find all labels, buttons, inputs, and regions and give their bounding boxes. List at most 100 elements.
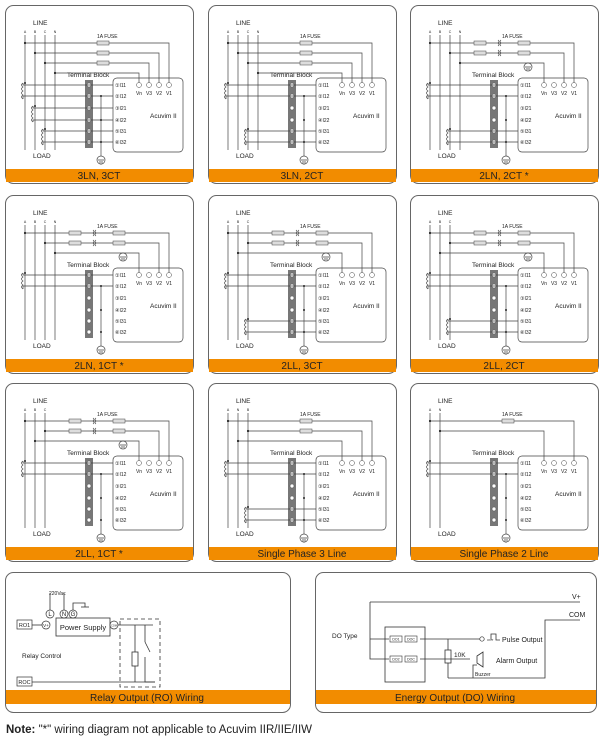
- phase-label: A: [227, 30, 230, 34]
- screw-icon: [86, 495, 92, 501]
- fuse: [501, 418, 515, 424]
- current-transformer-coil: [244, 506, 247, 524]
- ground-symbol: [525, 256, 531, 260]
- phase-label: C: [449, 220, 452, 224]
- title-bar: [411, 359, 598, 372]
- current-transformer-coil: [41, 128, 44, 146]
- ro1-label: RO1: [19, 623, 30, 629]
- junction: [246, 61, 250, 65]
- line-label: LINE: [33, 210, 48, 217]
- potential-transformer: [497, 39, 502, 47]
- fuse: [473, 40, 487, 46]
- neutral-wire: [440, 252, 545, 273]
- polarity-dot: [429, 460, 431, 462]
- voltage-terminal-label: V2: [561, 469, 567, 475]
- current-terminal: ⑤I31: [520, 319, 532, 325]
- junction: [448, 241, 452, 245]
- voltage-terminal-label: V3: [551, 91, 557, 97]
- junction: [438, 251, 442, 255]
- current-terminal: ②I12: [115, 94, 127, 100]
- potential-transformer: [92, 229, 97, 237]
- ground-symbol: [503, 349, 509, 355]
- current-terminal: ①I11: [520, 461, 531, 467]
- title-bar: [316, 690, 596, 704]
- screw-icon: [491, 295, 497, 301]
- polarity-dot: [227, 82, 229, 84]
- screw-icon: [289, 117, 295, 123]
- current-transformer-coil: [21, 272, 24, 290]
- ct-wire: [447, 141, 518, 145]
- voltage-wire: [45, 242, 160, 273]
- voltage-terminal: [369, 272, 375, 278]
- G-terminal: G: [71, 612, 76, 618]
- fuse: [271, 230, 285, 236]
- title-bar: [6, 359, 193, 372]
- com-terminal: COM: [111, 625, 117, 628]
- line-label: LINE: [438, 210, 453, 217]
- junction: [428, 231, 432, 235]
- screw-icon: [491, 506, 497, 512]
- ct-wire: [245, 519, 316, 523]
- junction: [23, 41, 27, 45]
- phase-label: A: [24, 408, 27, 412]
- ct-wire: [447, 319, 518, 322]
- panel-title: 3LN, 3CT: [78, 171, 121, 182]
- fuse: [299, 50, 313, 56]
- fuse: [517, 240, 531, 246]
- panel-title: 3LN, 2CT: [281, 171, 324, 182]
- junction: [236, 439, 240, 443]
- voltage-terminal-label: V1: [369, 469, 375, 475]
- junction: [505, 141, 507, 143]
- ct-wire: [225, 273, 316, 276]
- voltage-terminal-label: V2: [359, 281, 365, 287]
- junction: [226, 231, 230, 235]
- terminal-block-label: Terminal Block: [270, 72, 313, 79]
- fuse: [68, 230, 82, 236]
- load-label: LOAD: [438, 153, 456, 160]
- ground-symbol: [301, 537, 307, 543]
- terminal-block: [490, 458, 498, 526]
- current-terminal: ①I11: [115, 83, 126, 89]
- com-label: COM: [569, 612, 586, 619]
- current-terminal: ⑥I32: [520, 518, 532, 524]
- junction: [505, 285, 507, 287]
- junction: [246, 429, 250, 433]
- screw-icon: [289, 483, 295, 489]
- meter-box: [315, 267, 387, 343]
- fuse: [299, 418, 313, 424]
- junction: [23, 231, 27, 235]
- junction: [43, 61, 47, 65]
- ct-wire: [447, 129, 518, 132]
- voltage-terminal-label: V1: [571, 469, 577, 475]
- load-label: LOAD: [33, 153, 51, 160]
- current-terminal: ②I12: [318, 94, 330, 100]
- neutral-wire: [460, 62, 545, 83]
- voltage-terminal-label: V1: [166, 91, 172, 97]
- potential-transformer: [295, 229, 300, 237]
- panel-title: 2LN, 2CT *: [479, 171, 528, 182]
- ct-wire: [32, 106, 113, 109]
- current-terminal: ⑥I32: [115, 518, 127, 524]
- potential-transformer: [92, 239, 97, 247]
- terminal-block-label: Terminal Block: [472, 262, 515, 269]
- ground-symbol: [301, 349, 307, 355]
- polarity-dot: [429, 82, 431, 84]
- ct-wire: [427, 461, 518, 464]
- phase-label: B: [247, 408, 250, 412]
- junction: [33, 439, 37, 443]
- potential-transformer: [497, 49, 502, 57]
- voltage-terminal-label: Vn: [339, 469, 345, 475]
- meter-label: Acuvim II: [150, 113, 177, 120]
- phase-label: A: [227, 220, 230, 224]
- voltage-terminal: [359, 82, 365, 88]
- phase-label: B: [439, 220, 442, 224]
- voltage-terminal: [561, 460, 567, 466]
- current-terminal: ④I22: [318, 496, 330, 502]
- voltage-terminal-label: Vn: [541, 91, 547, 97]
- current-terminal: ④I22: [115, 308, 127, 314]
- neutral-wire: [440, 430, 545, 461]
- ct-wire: [225, 473, 316, 477]
